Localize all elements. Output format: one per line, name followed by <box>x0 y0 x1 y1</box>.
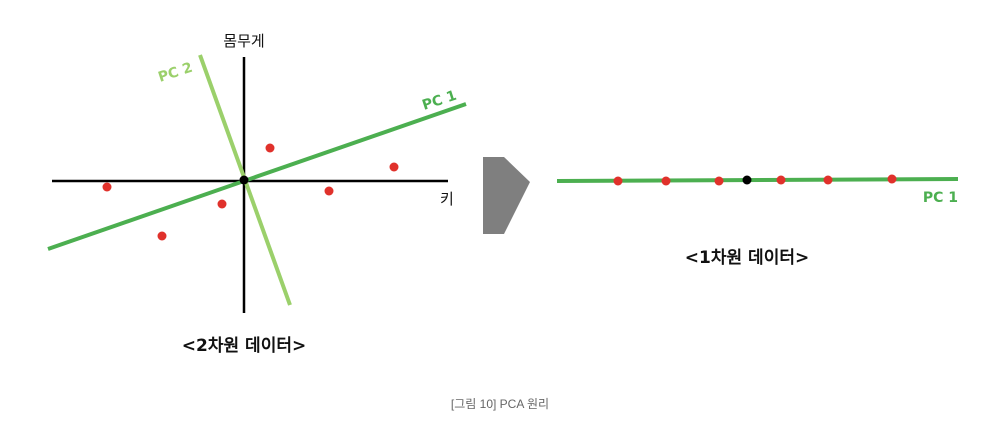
left-title: <2차원 데이터> <box>182 336 306 356</box>
data-point <box>217 199 227 209</box>
projected-point <box>661 176 671 186</box>
center-point-1d <box>742 175 752 185</box>
center-point <box>239 175 249 185</box>
projected-point <box>714 176 724 186</box>
projected-point <box>823 175 833 185</box>
projected-point <box>776 175 786 185</box>
projected-point <box>887 174 897 184</box>
pc1-line <box>47 102 467 251</box>
transform-arrow-icon <box>483 157 530 234</box>
data-point <box>265 143 275 153</box>
left-panel: 몸무게 키 PC 2 PC 1 <2차원 데이터> <box>47 32 467 356</box>
projected-point <box>613 176 623 186</box>
pc1-label-1d: PC 1 <box>923 190 958 206</box>
pc2-label: PC 2 <box>156 60 194 86</box>
right-title: <1차원 데이터> <box>685 248 809 268</box>
data-point <box>157 231 167 241</box>
data-point <box>324 186 334 196</box>
x-axis-label: 키 <box>440 190 454 208</box>
data-point <box>102 182 112 192</box>
right-panel: PC 1 <1차원 데이터> <box>556 174 959 268</box>
data-point <box>389 162 399 172</box>
y-axis-label: 몸무게 <box>223 32 264 50</box>
figure-caption: [그림 10] PCA 원리 <box>451 397 549 411</box>
